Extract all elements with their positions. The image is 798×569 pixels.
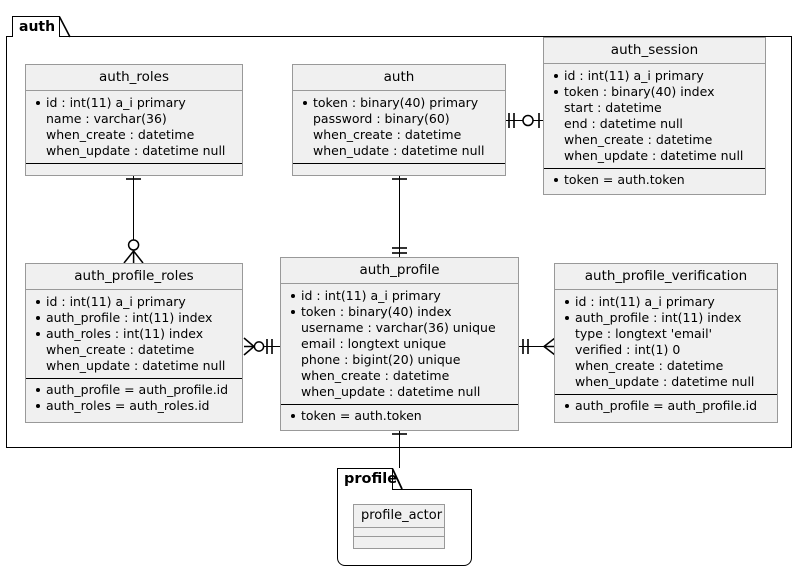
entity-auth_profile_verification[interactable]: auth_profile_verification id : int(11) a… xyxy=(554,263,778,423)
attribute-row: when_udate : datetime null xyxy=(313,143,485,158)
attribute-row: when_create : datetime xyxy=(575,358,724,373)
attribute-row: id : int(11) a_i primary xyxy=(551,68,758,84)
cardinality-many-auth-profile-verification-left xyxy=(543,337,556,356)
entity-attributes: id : int(11) a_i primary auth_profile : … xyxy=(555,290,777,395)
relation-row: token = auth.token xyxy=(551,172,758,188)
cardinality-one-auth-profile-left xyxy=(266,339,273,354)
attribute-row: token : binary(40) index xyxy=(551,84,758,100)
attribute-row: token : binary(40) primary xyxy=(300,95,498,111)
relation-row: auth_profile = auth_profile.id xyxy=(562,398,770,414)
connector-auth-authprofile xyxy=(399,175,401,257)
attribute-row: id : int(11) a_i primary xyxy=(288,288,511,304)
entity-attributes: id : int(11) a_i primary auth_profile : … xyxy=(26,290,242,379)
entity-title: auth_profile_verification xyxy=(555,264,777,290)
entity-relations: token = auth.token xyxy=(281,405,518,427)
entity-title: profile_actor xyxy=(361,508,443,523)
cardinality-zero-or-many-auth-profile-roles-top xyxy=(123,239,144,264)
attribute-row: username : varchar(36) unique xyxy=(301,320,496,335)
entity-relations: auth_profile = auth_profile.id auth_role… xyxy=(26,379,242,417)
cardinality-one-auth-session-left xyxy=(508,113,515,128)
attribute-row: when_create : datetime xyxy=(301,368,450,383)
attribute-row: phone : bigint(20) unique xyxy=(301,352,461,367)
relation-row: token = auth.token xyxy=(288,408,511,424)
entity-attributes-empty xyxy=(354,527,444,536)
attribute-row: email : longtext unique xyxy=(301,336,447,351)
entity-attributes: id : int(11) a_i primary token : binary(… xyxy=(544,64,765,169)
entity-attributes: id : int(11) a_i primary name : varchar(… xyxy=(26,91,242,164)
attribute-row: end : datetime null xyxy=(564,116,683,131)
entity-relations: token = auth.token xyxy=(544,169,765,191)
attribute-row: password : binary(60) xyxy=(313,111,450,126)
connector-authprofile-authprofileverification xyxy=(519,346,555,348)
attribute-row: when_create : datetime xyxy=(46,127,195,142)
entity-attributes: token : binary(40) primary password : bi… xyxy=(293,91,505,164)
entity-auth[interactable]: auth token : binary(40) primary password… xyxy=(292,64,506,176)
entity-auth_profile_roles[interactable]: auth_profile_roles id : int(11) a_i prim… xyxy=(25,263,243,423)
package-profile-label: profile xyxy=(344,471,398,488)
attribute-row: when_create : datetime xyxy=(564,132,713,147)
package-auth-label: auth xyxy=(19,19,56,35)
attribute-row: auth_profile : int(11) index xyxy=(33,310,235,326)
attribute-row: id : int(11) a_i primary xyxy=(33,95,235,111)
attribute-row: type : longtext 'email' xyxy=(575,326,713,341)
attribute-row: token : binary(40) index xyxy=(288,304,511,320)
attribute-row: start : datetime xyxy=(564,100,662,115)
attribute-row: auth_roles : int(11) index xyxy=(33,326,235,342)
attribute-row: name : varchar(36) xyxy=(46,111,167,126)
entity-auth_roles[interactable]: auth_roles id : int(11) a_i primary name… xyxy=(25,64,243,176)
entity-profile_actor[interactable]: profile_actor xyxy=(353,504,445,549)
attribute-row: when_update : datetime null xyxy=(564,148,744,163)
package-auth-tab-slant xyxy=(58,16,71,38)
attribute-row: verified : int(1) 0 xyxy=(575,342,681,357)
attribute-row: id : int(11) a_i primary xyxy=(562,294,770,310)
entity-relations-empty xyxy=(354,536,444,545)
cardinality-one-auth-profile-right xyxy=(522,339,529,354)
connector-authroles-authprofileroles xyxy=(133,175,135,262)
attribute-row: when_create : datetime xyxy=(46,342,195,357)
package-auth-tab: auth xyxy=(12,16,60,37)
attribute-row: auth_profile : int(11) index xyxy=(562,310,770,326)
entity-auth_profile[interactable]: auth_profile id : int(11) a_i primary to… xyxy=(280,257,519,431)
entity-title: auth xyxy=(293,65,505,91)
relation-row: auth_profile = auth_profile.id xyxy=(33,382,235,398)
entity-auth_session[interactable]: auth_session id : int(11) a_i primary to… xyxy=(543,37,766,195)
entity-relations-empty xyxy=(26,164,242,173)
attribute-row: when_update : datetime null xyxy=(46,358,226,373)
cardinality-one-auth-profile-top xyxy=(392,247,407,254)
entity-relations-empty xyxy=(293,164,505,173)
attribute-row: when_update : datetime null xyxy=(46,143,226,158)
attribute-row: id : int(11) a_i primary xyxy=(33,294,235,310)
cardinality-zero-or-one-auth-session-right xyxy=(522,113,540,128)
entity-attributes: id : int(11) a_i primary token : binary(… xyxy=(281,284,518,405)
entity-title: auth_session xyxy=(544,38,765,64)
entity-title: auth_profile xyxy=(281,258,518,284)
relation-row: auth_roles = auth_roles.id xyxy=(33,398,235,414)
attribute-row: when_update : datetime null xyxy=(575,374,755,389)
connector-authprofile-profileactor xyxy=(399,430,401,495)
package-profile-tab-slant xyxy=(391,468,403,490)
entity-title: auth_profile_roles xyxy=(26,264,242,290)
attribute-row: when_create : datetime xyxy=(313,127,462,142)
cardinality-zero-or-many-auth-profile-roles-right xyxy=(243,337,265,356)
entity-relations: auth_profile = auth_profile.id xyxy=(555,395,777,417)
entity-title: auth_roles xyxy=(26,65,242,91)
package-profile-tab: profile xyxy=(337,468,397,490)
attribute-row: when_update : datetime null xyxy=(301,384,481,399)
